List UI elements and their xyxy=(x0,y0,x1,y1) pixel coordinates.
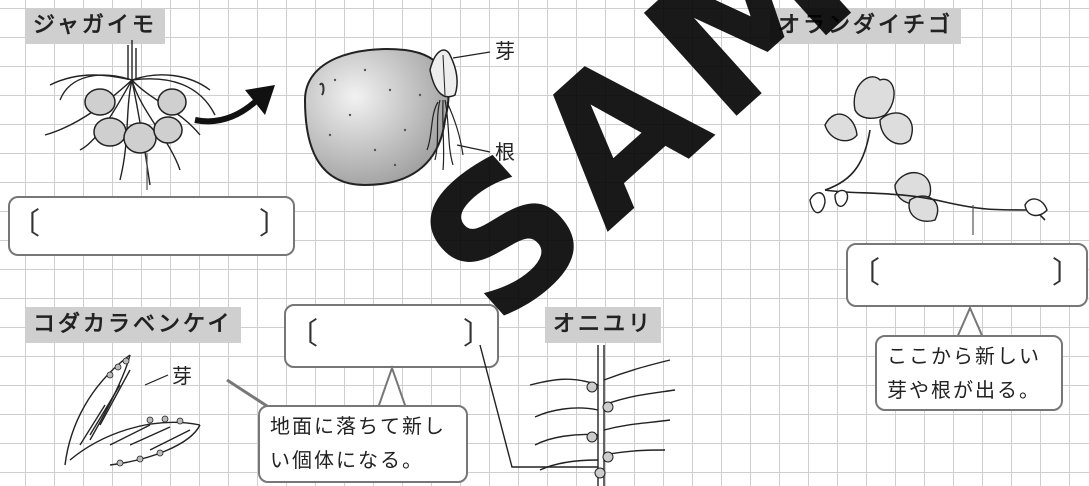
strawberry-plant-illustration xyxy=(809,76,1048,235)
kalanchoe-label: コダカラベンケイ xyxy=(25,307,241,343)
kalanchoe-leaf-illustration xyxy=(64,354,201,467)
strawberry-label: オランダイチゴ xyxy=(770,8,962,44)
root-callout: 根 xyxy=(495,140,515,164)
strawberry-answer-box[interactable]: 〔 〕 xyxy=(846,243,1088,307)
potato-plant-illustration xyxy=(44,40,216,190)
note-line: い個体になる。 xyxy=(270,448,424,472)
speech-pointer xyxy=(376,364,408,411)
onion-label: オニユリ xyxy=(545,307,662,343)
kalanchoe-note: 地面に落ちて新し い個体になる。 xyxy=(258,405,468,483)
close-bracket: 〕 xyxy=(1052,256,1082,291)
strawberry-note: ここから新しい 芽や根が出る。 xyxy=(875,335,1063,411)
potato-label: ジャガイモ xyxy=(25,8,165,44)
open-bracket: 〔 xyxy=(850,256,880,291)
bud-callout: 芽 xyxy=(495,39,515,63)
note-line: 地面に落ちて新し xyxy=(270,414,446,438)
note-line: 芽や根が出る。 xyxy=(887,378,1041,402)
open-bracket: 〔 xyxy=(10,207,40,242)
arrow-icon xyxy=(194,85,275,125)
kalanchoe-bud-callout: 芽 xyxy=(172,364,192,388)
close-bracket: 〕 xyxy=(463,317,493,352)
close-bracket: 〕 xyxy=(259,207,289,242)
lily-stem-illustration xyxy=(479,344,676,486)
onion-answer-box[interactable]: 〔 〕 xyxy=(284,304,499,368)
potato-tuber-illustration xyxy=(303,48,491,187)
kalanchoe-leader-line xyxy=(226,378,271,410)
note-line: ここから新しい xyxy=(887,344,1041,368)
potato-answer-box[interactable]: 〔 〕 xyxy=(8,196,295,256)
open-bracket: 〔 xyxy=(288,317,318,352)
